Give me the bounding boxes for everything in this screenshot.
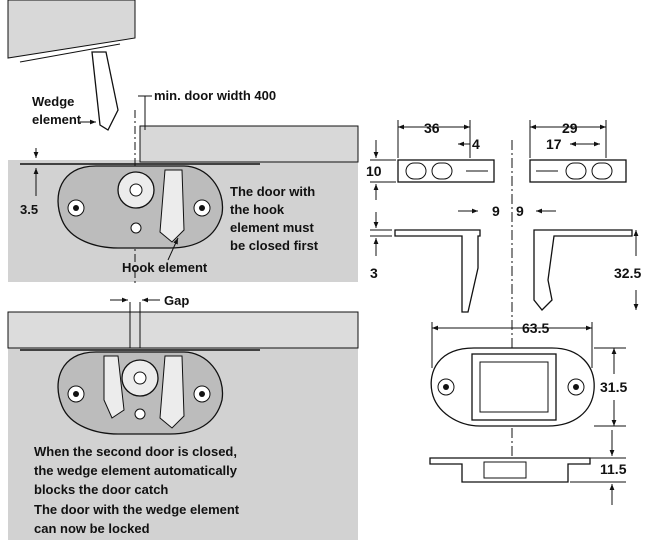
dim-9-left: 9 xyxy=(492,203,500,219)
note-line-2: the hook xyxy=(230,202,285,217)
cam-center-top xyxy=(129,183,143,197)
screw-center-right-top xyxy=(199,205,205,211)
dim-9-right: 9 xyxy=(516,203,524,219)
dim-4: 4 xyxy=(472,136,480,152)
slot-left-2 xyxy=(431,162,453,180)
front-view-housing xyxy=(471,353,557,421)
screw-center-left-top xyxy=(73,205,79,211)
dim-11-5: 11.5 xyxy=(600,461,627,477)
wedge-label-1: Wedge xyxy=(32,94,74,109)
caption-line-4: The door with the wedge element xyxy=(34,502,240,517)
dim-10: 10 xyxy=(366,163,382,179)
wedge-element-shape xyxy=(91,51,119,131)
front-screw-right-center xyxy=(573,384,579,390)
bottom-view-slot xyxy=(483,461,527,479)
dimension-drawings: 36 4 29 17 10 9 9 3 32.5 xyxy=(366,120,641,505)
dim-31-5: 31.5 xyxy=(600,379,627,395)
hook-label: Hook element xyxy=(122,260,208,275)
wedge-label-2: element xyxy=(32,112,82,127)
caption-line-2: the wedge element automatically xyxy=(34,463,238,478)
slot-right-1 xyxy=(565,162,587,180)
hook-leader xyxy=(167,237,179,261)
side-view-hook xyxy=(533,229,633,311)
dim-32-5: 32.5 xyxy=(614,265,641,281)
right-door-leaf xyxy=(139,125,359,163)
gap-label: Gap xyxy=(164,293,189,308)
wedge-element-locked xyxy=(103,355,125,419)
pivot-top xyxy=(130,222,142,234)
caption-line-3: blocks the door catch xyxy=(34,482,168,497)
caption-line-1: When the second door is closed, xyxy=(34,444,237,459)
screw-center-left-bottom xyxy=(73,391,79,397)
door-width-label: min. door width 400 xyxy=(154,88,276,103)
dim-63-5: 63.5 xyxy=(522,320,549,336)
bottom-panel: Gap When the second door is closed, the … xyxy=(7,293,359,540)
dim-3: 3 xyxy=(370,265,378,281)
front-screw-left-center xyxy=(443,384,449,390)
dim-17: 17 xyxy=(546,136,562,152)
side-view-wedge xyxy=(394,229,481,313)
slot-left-1 xyxy=(405,162,427,180)
door-edge-line xyxy=(19,43,121,63)
hook-element-shape xyxy=(159,169,185,243)
caption-line-5: can now be locked xyxy=(34,521,150,536)
note-line-3: element must xyxy=(230,220,314,235)
slot-right-2 xyxy=(591,162,613,180)
tilted-door xyxy=(7,0,136,59)
note-line-4: be closed first xyxy=(230,238,319,253)
offset-value: 3.5 xyxy=(20,202,38,217)
note-line-1: The door with xyxy=(230,184,315,199)
dim-36: 36 xyxy=(424,120,440,136)
closed-doors xyxy=(7,311,359,349)
cam-center-bottom xyxy=(133,371,147,385)
pivot-bottom xyxy=(134,408,146,420)
dim-29: 29 xyxy=(562,120,578,136)
front-view-inner xyxy=(479,361,549,413)
hook-element-locked xyxy=(159,355,185,429)
top-panel: Wedge element min. door width 400 3.5 Th… xyxy=(7,0,359,285)
screw-center-right-bottom xyxy=(199,391,205,397)
